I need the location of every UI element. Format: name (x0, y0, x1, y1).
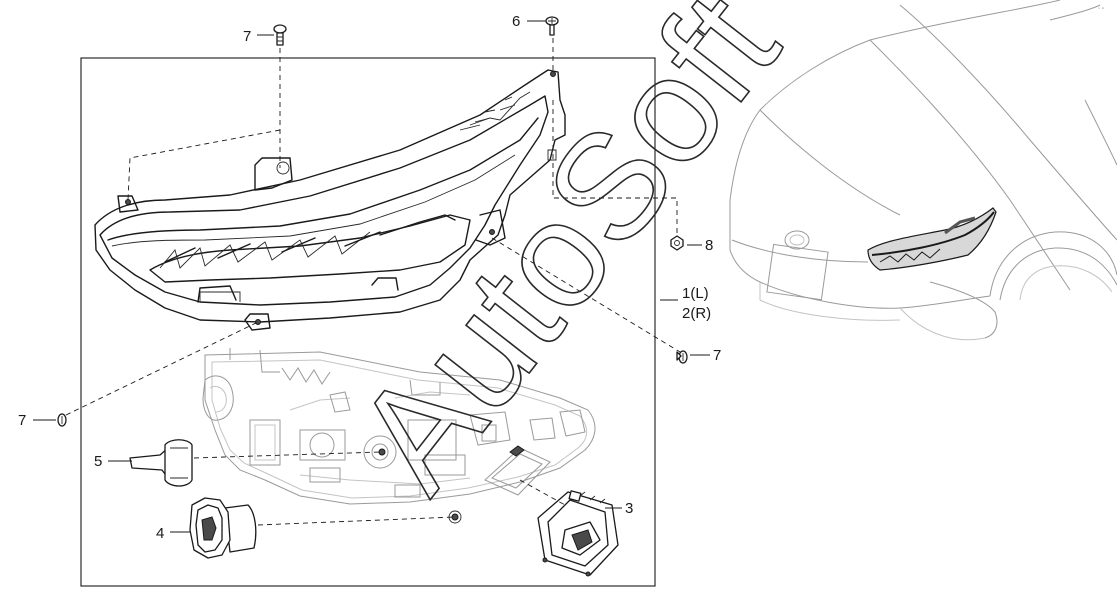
callout-upper-screw: 6 (512, 13, 520, 30)
bulb-socket (129, 439, 193, 487)
right-bolt (676, 350, 688, 364)
ballast-module (537, 490, 619, 577)
callout-ballast: 3 (625, 500, 633, 517)
headlamp-housing-rear-view (202, 348, 596, 524)
upper-screw (545, 16, 559, 36)
nut (670, 235, 684, 251)
callout-nut: 8 (705, 237, 713, 254)
callout-left-bolt: 7 (18, 412, 26, 429)
callout-bulb-cover: 4 (156, 525, 164, 542)
top-bolt (273, 24, 287, 46)
callout-bulb-socket: 5 (94, 453, 102, 470)
parts-frame (80, 57, 656, 587)
vehicle-headlamp-highlight (867, 207, 997, 271)
svg-text:◦ ▫: ◦ ▫ (1098, 6, 1104, 12)
left-bolt (57, 413, 67, 427)
callout-assembly-right: 2(R) (682, 305, 711, 322)
vehicle-front-view: ◦ ▫ (729, 0, 1117, 341)
watermark-text: AutoSoft (323, 0, 810, 520)
callout-right-bolt: 7 (713, 347, 721, 364)
assembly-guide-lines (65, 38, 681, 526)
leader-lines (33, 20, 710, 533)
ballast-installed-ghost (484, 445, 551, 496)
callout-assembly-left: 1(L) (682, 285, 709, 302)
callout-top-bolt: 7 (243, 28, 251, 45)
headlamp-assembly (94, 69, 566, 331)
bulb-cover (189, 497, 257, 559)
